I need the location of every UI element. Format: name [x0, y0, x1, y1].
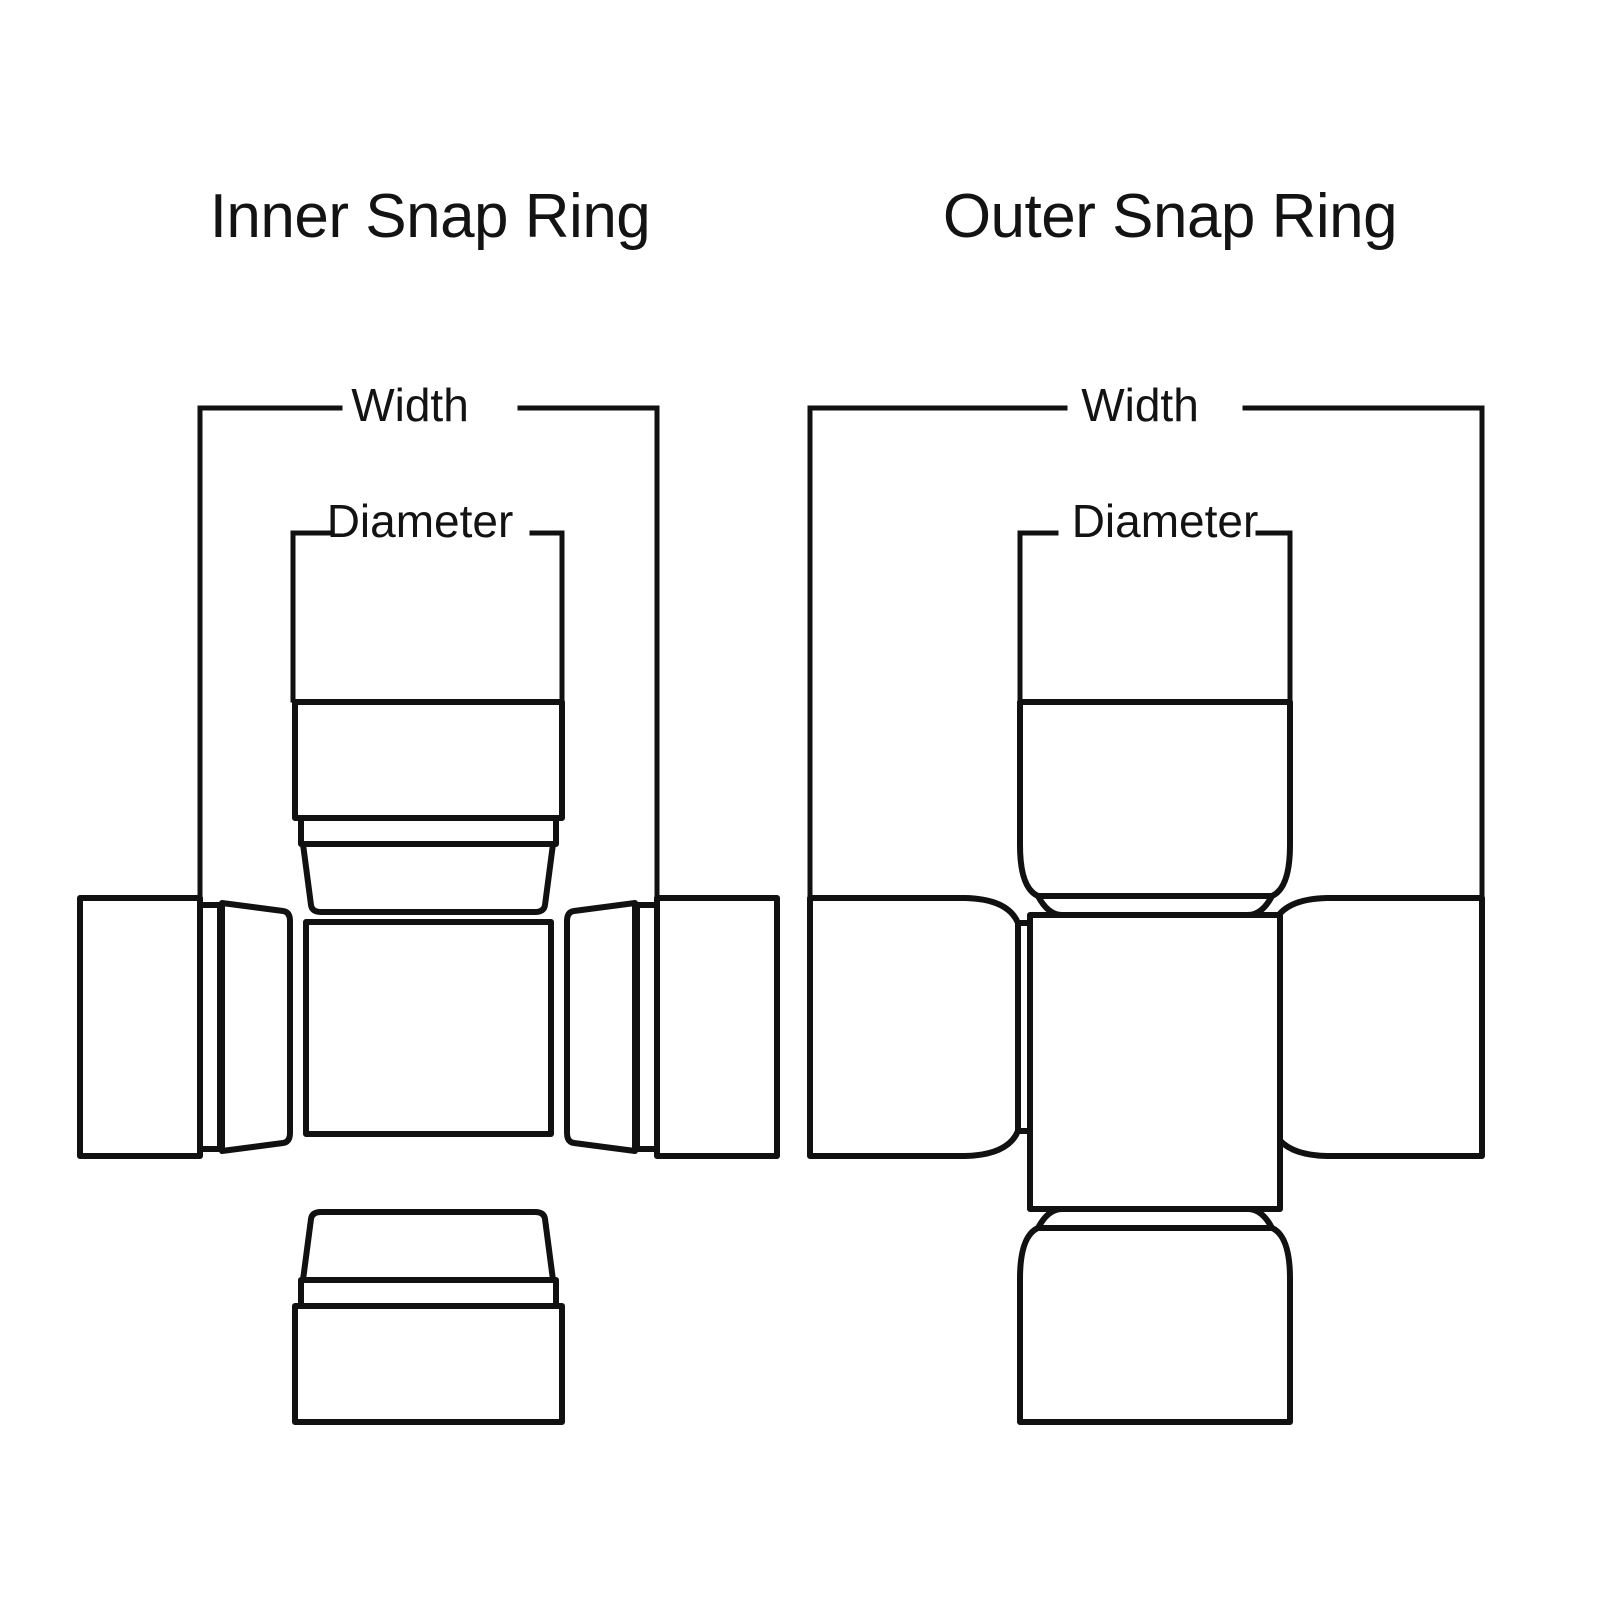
diameter-dimension-line-icon-inner	[290, 530, 565, 703]
width-label-outer: Width	[1081, 379, 1199, 431]
diameter-dimension-line-icon-outer	[1017, 530, 1293, 703]
top-bearing-cap-outer	[1017, 699, 1293, 918]
diameter-label-inner: Diameter	[326, 495, 514, 547]
left-bearing-cap-outer	[807, 895, 1043, 1159]
center-cross-body-outer	[1027, 912, 1283, 1212]
top-bearing-cap-inner	[292, 699, 565, 915]
inner-snap-ring-diagram	[77, 405, 780, 1425]
title-inner-snap-ring: Inner Snap Ring	[209, 182, 651, 251]
bottom-bearing-cap-outer	[1017, 1206, 1293, 1425]
title-outer-snap-ring: Outer Snap Ring	[942, 182, 1398, 251]
width-dimension-line-icon-outer	[807, 405, 1485, 901]
right-bearing-cap-inner	[564, 895, 780, 1159]
outer-snap-ring-diagram	[807, 405, 1485, 1425]
center-cross-body-inner	[303, 919, 554, 1137]
diameter-label-outer: Diameter	[1071, 495, 1259, 547]
right-bearing-cap-outer	[1249, 895, 1485, 1159]
width-dimension-line-icon-inner	[197, 405, 660, 901]
bottom-bearing-cap-inner	[292, 1209, 565, 1425]
width-label-inner: Width	[351, 379, 469, 431]
left-bearing-cap-inner	[77, 895, 293, 1159]
